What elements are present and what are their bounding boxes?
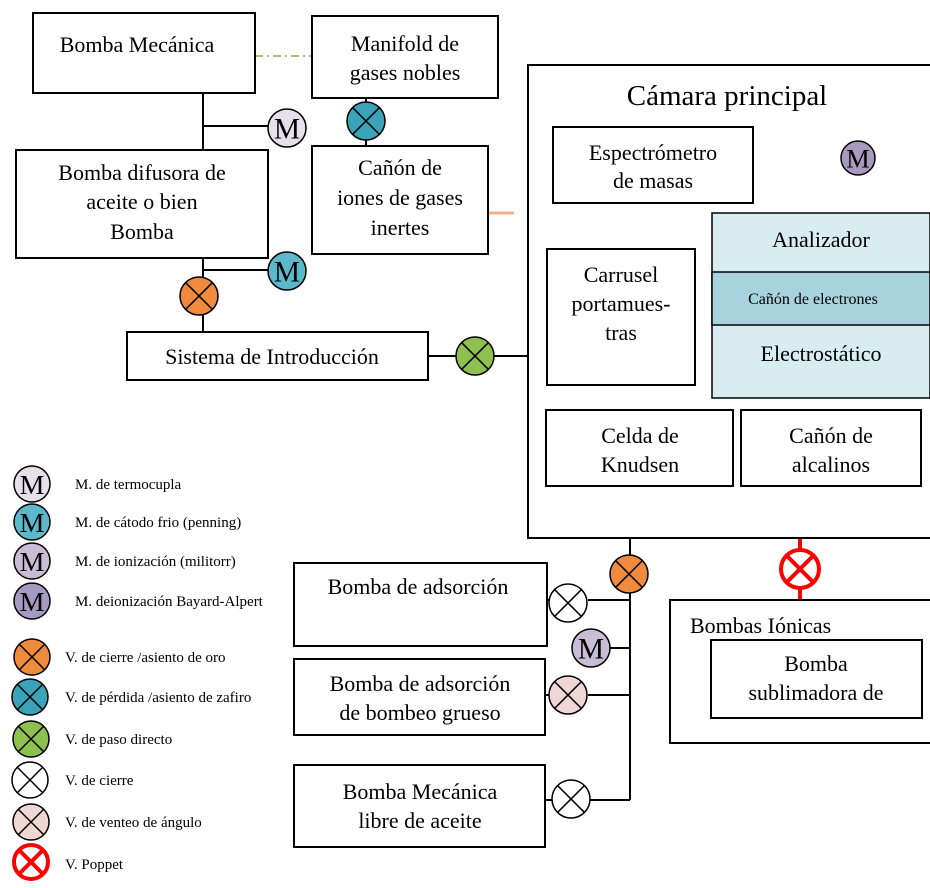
electrostatico-label: Electrostático: [761, 341, 882, 366]
bomba-adsorcion-grueso-line1: Bomba de adsorción: [330, 671, 511, 696]
bomba-mecanica-libre-line2: libre de aceite: [358, 808, 481, 833]
canon-iones-box: Cañón de iones de gases inertes: [311, 145, 489, 255]
legend-gauge-icon: M: [13, 503, 51, 541]
bombas-ionicas-label: Bombas Iónicas: [690, 613, 831, 638]
bomba-mecanica-box: Bomba Mecánica: [32, 12, 256, 94]
gold-seat-valve-chamber-icon: [609, 554, 649, 594]
sublimadora-label-line1: Bomba: [784, 651, 848, 676]
espectrometro-box: Espectrómetro de masas: [552, 126, 754, 204]
gauge-letter: M: [20, 470, 45, 501]
legend-item: V. de paso directo: [12, 720, 172, 758]
bomba-adsorcion-label: Bomba de adsorción: [328, 574, 509, 599]
legend-label: M. de ionización (militorr): [75, 554, 236, 570]
cierre-valve-bottom-icon: [551, 779, 591, 819]
difusora-label-line3: Bomba: [110, 219, 174, 244]
celda-knudsen-label-line2: Knudsen: [601, 452, 679, 477]
legend-label: V. de venteo de ángulo: [65, 815, 202, 831]
cierre-valve-icon: [548, 583, 588, 623]
legend-gauge-icon: M: [13, 542, 51, 580]
bomba-mecanica-libre-line1: Bomba Mecánica: [343, 779, 498, 804]
canon-electrones-label: Cañón de electrones: [748, 291, 878, 308]
bombas-ionicas-box: Bombas Iónicas Bomba sublimadora de: [669, 599, 930, 744]
poppet-valve-icon: [779, 548, 821, 590]
manifold-label-line2: gases nobles: [350, 60, 461, 85]
legend-valve-icon: [12, 803, 50, 841]
sublimadora-label-line2: sublimadora de: [748, 680, 883, 705]
legend-label: V. Poppet: [65, 857, 124, 873]
gauge-letter: M: [274, 113, 300, 145]
legend-label: V. de pérdida /asiento de zafiro: [65, 690, 251, 706]
espectrometro-label-line2: de masas: [613, 168, 693, 193]
bomba-adsorcion-grueso-line2: de bombeo grueso: [339, 700, 500, 725]
legend-valve-icon: [11, 678, 49, 716]
legend-item: M M. de termocupla: [13, 465, 182, 503]
paso-directo-valve-icon: [455, 336, 495, 376]
legend-valve-icon: [11, 761, 49, 799]
gold-seat-valve-icon: [179, 276, 219, 316]
legend-gauge-icon: M: [13, 582, 51, 620]
legend-item: M M. de cátodo frio (penning): [13, 503, 241, 541]
legend-item: M M. deionización Bayard-Alpert: [13, 582, 264, 620]
canon-alcalinos-label-line2: alcalinos: [792, 452, 870, 477]
carrusel-label-line3: tras: [605, 320, 637, 345]
camara-principal-title: Cámara principal: [627, 80, 828, 112]
bomba-mecanica-libre-box: Bomba Mecánica libre de aceite: [293, 764, 546, 848]
celda-knudsen-label-line1: Celda de: [601, 423, 679, 448]
diagram-symbols: M M M M: [179, 101, 876, 819]
militorr-gauge-icon: M: [571, 628, 611, 668]
espectrometro-label-line1: Espectrómetro: [589, 140, 717, 165]
carrusel-box: Carrusel portamues- tras: [546, 248, 696, 386]
venteo-valve-icon: [548, 675, 588, 715]
zafiro-valve-icon: [346, 101, 386, 141]
bayard-alpert-gauge-icon: M: [840, 140, 876, 176]
canon-iones-label-line2: iones de gases: [337, 185, 463, 210]
legend-label: V. de paso directo: [65, 732, 172, 748]
manifold-label-line1: Manifold de: [351, 31, 459, 56]
legend-gauge-icon: M: [13, 465, 51, 503]
canon-iones-label-line1: Cañón de: [358, 155, 442, 180]
legend-item: V. de cierre /asiento de oro: [13, 638, 226, 676]
difusora-label-line1: Bomba difusora de: [58, 160, 225, 185]
legend-poppet-icon: [12, 843, 50, 881]
bomba-adsorcion-box: Bomba de adsorción: [293, 562, 548, 647]
legend-item: V. de venteo de ángulo: [12, 803, 202, 841]
bomba-mecanica-label: Bomba Mecánica: [60, 32, 215, 57]
gauge-letter: M: [274, 256, 300, 288]
legend-label: V. de cierre: [65, 773, 134, 789]
gauge-letter: M: [578, 633, 604, 665]
legend-valve-icon: [13, 638, 51, 676]
legend-label: M. deionización Bayard-Alpert: [75, 594, 264, 610]
analizador-label: Analizador: [772, 227, 870, 252]
canon-alcalinos-label-line1: Cañón de: [789, 423, 873, 448]
gauge-letter: M: [20, 587, 45, 618]
gauge-letter: M: [20, 508, 45, 539]
legend-item: M M. de ionización (militorr): [13, 542, 236, 580]
legend-item: V. Poppet: [12, 843, 124, 881]
legend-item: V. de cierre: [11, 761, 134, 799]
analizador-box: Analizador Cañón de electrones Electrost…: [711, 212, 930, 399]
sistema-introduccion-label: Sistema de Introducción: [165, 344, 379, 369]
legend-item: V. de pérdida /asiento de zafiro: [11, 678, 251, 716]
legend-label: V. de cierre /asiento de oro: [65, 650, 226, 666]
difusora-label-line2: aceite o bien: [86, 189, 197, 214]
canon-alcalinos-box: Cañón de alcalinos: [740, 409, 922, 487]
penning-gauge-icon: M: [267, 251, 307, 291]
termocupla-gauge-icon: M: [267, 108, 307, 148]
carrusel-label-line2: portamues-: [572, 291, 671, 316]
celda-knudsen-box: Celda de Knudsen: [545, 409, 734, 487]
difusora-box: Bomba difusora de aceite o bien Bomba: [15, 149, 269, 259]
carrusel-label-line1: Carrusel: [584, 262, 659, 287]
gauge-letter: M: [846, 144, 869, 173]
sistema-introduccion-box: Sistema de Introducción: [126, 331, 429, 381]
canon-iones-label-line3: inertes: [371, 215, 430, 240]
legend-label: M. de cátodo frio (penning): [75, 515, 241, 531]
legend-valve-icon: [12, 720, 50, 758]
bomba-adsorcion-grueso-box: Bomba de adsorción de bombeo grueso: [293, 658, 546, 736]
manifold-box: Manifold de gases nobles: [311, 15, 499, 99]
gauge-letter: M: [20, 547, 45, 578]
legend-label: M. de termocupla: [75, 477, 182, 493]
